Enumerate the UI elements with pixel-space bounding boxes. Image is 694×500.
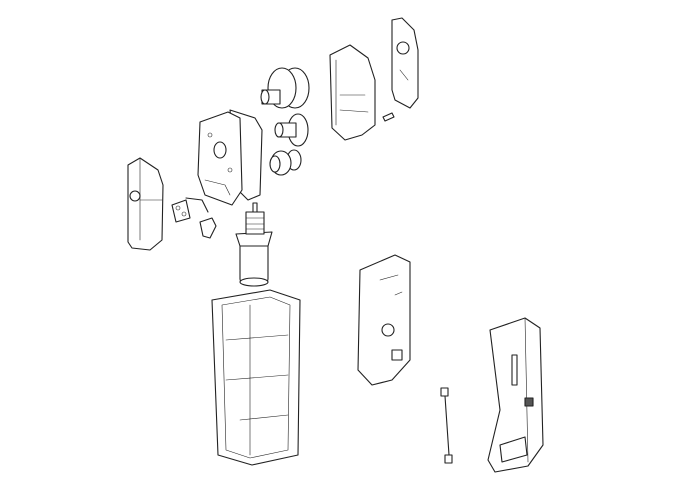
front-cover xyxy=(487,317,544,473)
release-knob xyxy=(199,217,217,239)
drive-gear xyxy=(260,67,310,109)
gear-housing xyxy=(329,44,376,141)
cable xyxy=(440,387,453,464)
screw xyxy=(382,112,395,122)
left-cover xyxy=(127,157,164,251)
gear-plate xyxy=(197,109,263,206)
control-board xyxy=(357,254,411,386)
base-tray xyxy=(211,289,301,466)
pinion-gear xyxy=(269,149,302,176)
intermediate-gear xyxy=(274,113,309,147)
right-cover xyxy=(391,17,419,109)
motor xyxy=(235,202,273,287)
terminal-block xyxy=(171,197,209,223)
